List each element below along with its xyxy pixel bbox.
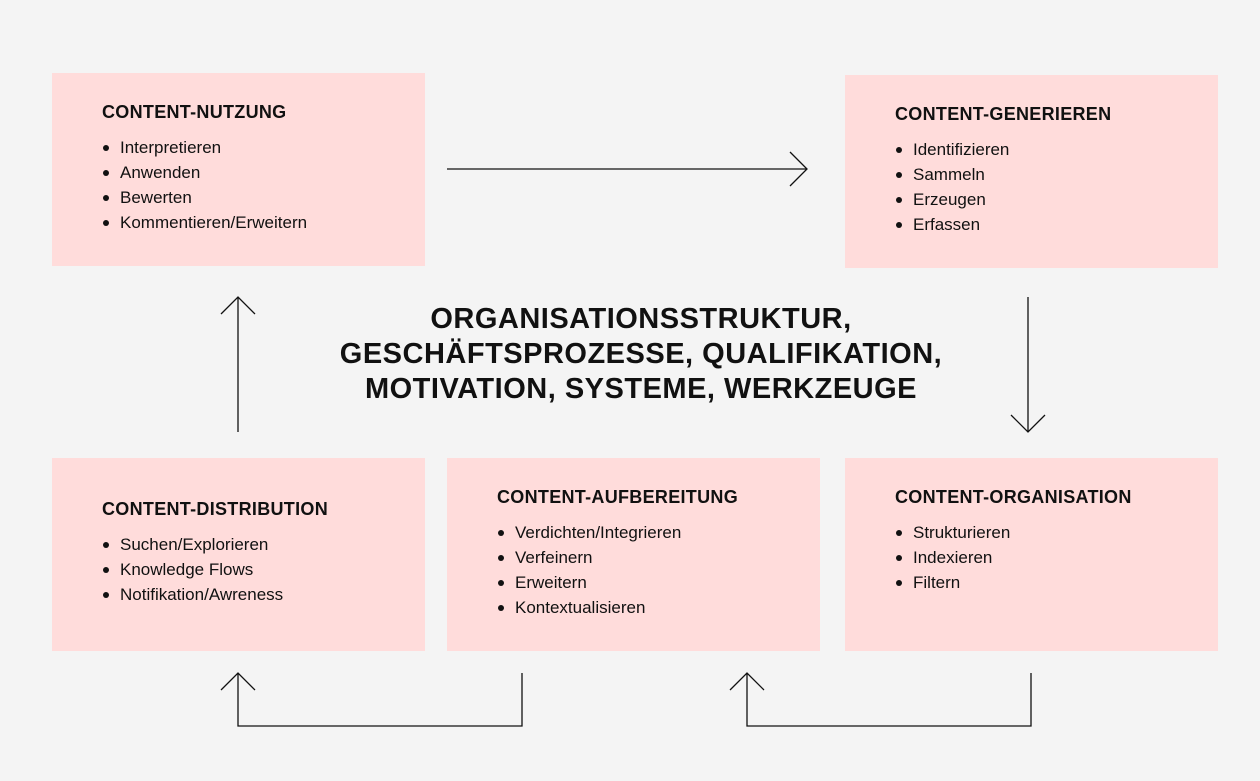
box-content-nutzung: CONTENT-NUTZUNG Interpretieren Anwenden … <box>52 73 425 266</box>
list-item: Suchen/Explorieren <box>102 532 283 557</box>
item-list: Verdichten/Integrieren Verfeinern Erweit… <box>497 520 681 620</box>
arrow-elbow-up-icon <box>729 672 1032 727</box>
arrow-up-icon <box>220 296 256 432</box>
item-list: Identifizieren Sammeln Erzeugen Erfassen <box>895 137 1009 237</box>
box-content-aufbereitung: CONTENT-AUFBEREITUNG Verdichten/Integrie… <box>447 458 820 651</box>
arrow-down-icon <box>1010 297 1046 433</box>
list-item: Erfassen <box>895 212 1009 237</box>
center-heading-line: ORGANISATIONSSTRUKTUR, <box>430 303 852 335</box>
list-item: Interpretieren <box>102 135 307 160</box>
list-item: Sammeln <box>895 162 1009 187</box>
item-list: Interpretieren Anwenden Bewerten Komment… <box>102 135 307 235</box>
list-item: Strukturieren <box>895 520 1010 545</box>
list-item: Erweitern <box>497 570 681 595</box>
center-heading: ORGANISATIONSSTRUKTUR, GESCHÄFTSPROZESSE… <box>240 302 1042 407</box>
list-item: Filtern <box>895 570 1010 595</box>
arrow-elbow-up-icon <box>220 672 523 727</box>
center-heading-line: MOTIVATION, SYSTEME, WERKZEUGE <box>364 373 918 405</box>
box-title: CONTENT-AUFBEREITUNG <box>497 487 738 507</box>
box-content-distribution: CONTENT-DISTRIBUTION Suchen/Explorieren … <box>52 458 425 651</box>
list-item: Erzeugen <box>895 187 1009 212</box>
list-item: Indexieren <box>895 545 1010 570</box>
list-item: Verdichten/Integrieren <box>497 520 681 545</box>
list-item: Knowledge Flows <box>102 557 283 582</box>
list-item: Kontextualisieren <box>497 595 681 620</box>
box-content-generieren: CONTENT-GENERIEREN Identifizieren Sammel… <box>845 75 1218 268</box>
list-item: Anwenden <box>102 160 307 185</box>
list-item: Bewerten <box>102 185 307 210</box>
box-title: CONTENT-DISTRIBUTION <box>102 499 328 519</box>
center-heading-line: GESCHÄFTSPROZESSE, QUALIFIKATION, <box>339 338 943 370</box>
list-item: Verfeinern <box>497 545 681 570</box>
arrow-right-icon <box>447 151 808 187</box>
list-item: Identifizieren <box>895 137 1009 162</box>
box-title: CONTENT-NUTZUNG <box>102 102 287 122</box>
box-content-organisation: CONTENT-ORGANISATION Strukturieren Index… <box>845 458 1218 651</box>
list-item: Notifikation/Awreness <box>102 582 283 607</box>
box-title: CONTENT-ORGANISATION <box>895 487 1132 507</box>
list-item: Kommentieren/Erweitern <box>102 210 307 235</box>
item-list: Suchen/Explorieren Knowledge Flows Notif… <box>102 532 283 607</box>
item-list: Strukturieren Indexieren Filtern <box>895 520 1010 595</box>
box-title: CONTENT-GENERIEREN <box>895 104 1112 124</box>
